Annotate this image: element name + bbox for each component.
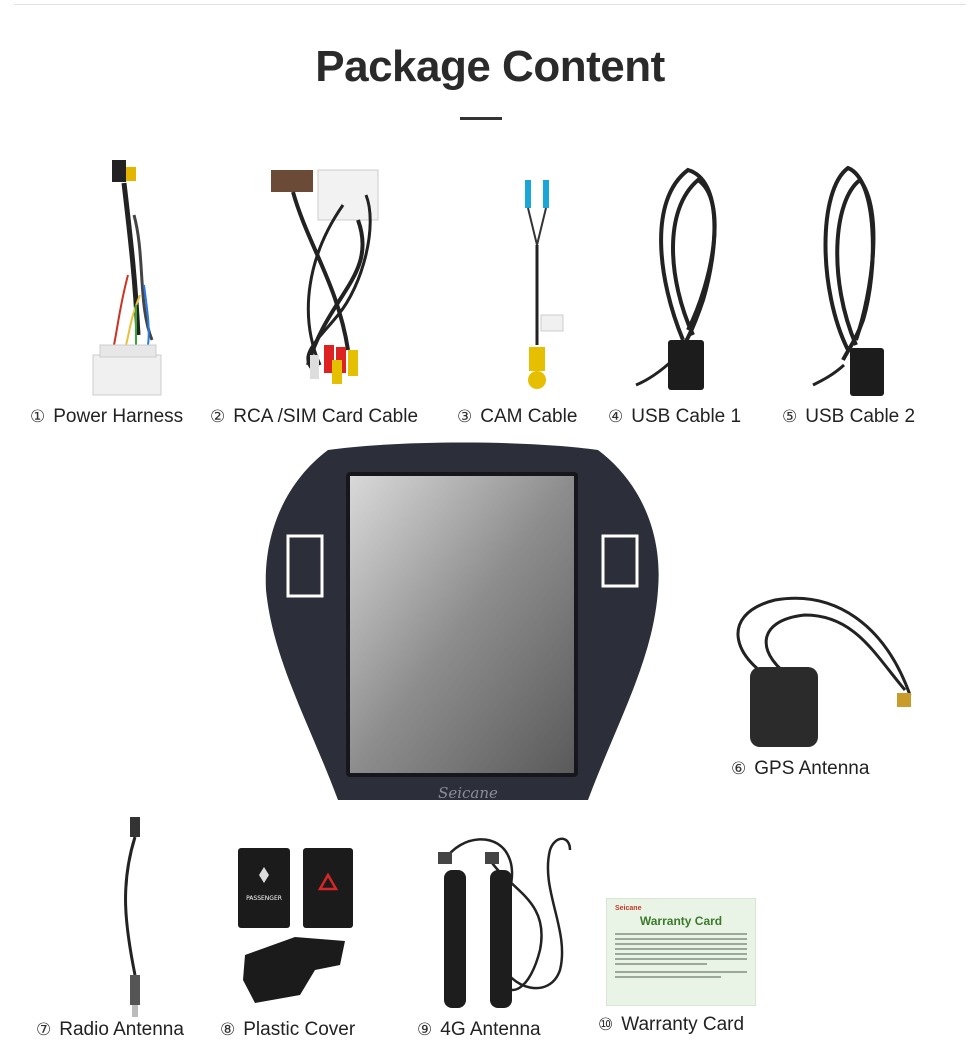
cam-cable-image <box>525 180 564 389</box>
head-unit-brand: Seicane <box>438 784 498 802</box>
warranty-card-brand: Seicane <box>615 905 642 912</box>
item-label: CAM Cable <box>480 406 578 427</box>
page-title: Package Content <box>315 42 665 91</box>
caption-4g-antenna: ⑨ 4G Antenna <box>417 1019 541 1041</box>
item-label: Plastic Cover <box>243 1019 356 1040</box>
item-number: ⑥ <box>731 759 747 779</box>
item-label: USB Cable 1 <box>631 406 742 427</box>
caption-cam-cable: ③ CAM Cable <box>457 406 577 428</box>
item-number: ② <box>210 407 226 427</box>
item-number: ⑧ <box>220 1020 236 1040</box>
caption-usb-cable-1: ④ USB Cable 1 <box>608 406 741 428</box>
airbag-icon <box>259 867 269 883</box>
usb-cable-1-image <box>635 167 717 390</box>
caption-radio-antenna: ⑦ Radio Antenna <box>36 1019 184 1041</box>
warranty-card-body <box>615 933 747 978</box>
caption-usb-cable-2: ⑤ USB Cable 2 <box>782 406 915 428</box>
item-number: ④ <box>608 407 624 427</box>
item-number: ① <box>30 407 46 427</box>
top-divider <box>14 4 966 5</box>
item-label: RCA /SIM Card Cable <box>233 406 419 427</box>
item-number: ⑩ <box>598 1015 614 1035</box>
power-harness-image <box>92 160 162 396</box>
item-label: Warranty Card <box>621 1014 745 1035</box>
gps-antenna-image <box>736 596 912 747</box>
usb-cable-2-image <box>812 165 884 396</box>
item-number: ⑨ <box>417 1020 433 1040</box>
passenger-button-text: PASSENGER <box>246 895 282 902</box>
head-unit-image: Seicane <box>265 442 659 802</box>
caption-warranty-card: ⑩ Warranty Card <box>598 1014 744 1036</box>
item-number: ⑦ <box>36 1020 52 1040</box>
title-underline <box>460 117 502 120</box>
item-number: ⑤ <box>782 407 798 427</box>
item-label: 4G Antenna <box>440 1019 541 1040</box>
hazard-icon <box>317 872 339 891</box>
4g-antenna-image <box>438 837 572 1008</box>
caption-gps-antenna: ⑥ GPS Antenna <box>731 758 869 780</box>
item-label: Power Harness <box>53 406 184 427</box>
caption-rca-sim-cable: ② RCA /SIM Card Cable <box>210 406 418 428</box>
item-label: Radio Antenna <box>59 1019 184 1040</box>
plastic-cover-image: PASSENGER <box>238 848 353 1003</box>
caption-plastic-cover: ⑧ Plastic Cover <box>220 1019 355 1041</box>
item-label: GPS Antenna <box>754 758 870 779</box>
warranty-card-image: Seicane Warranty Card <box>606 898 756 1006</box>
radio-antenna-image <box>124 817 140 1017</box>
item-number: ③ <box>457 407 473 427</box>
item-label: USB Cable 2 <box>805 406 916 427</box>
caption-power-harness: ① Power Harness <box>30 406 183 428</box>
warranty-card-title: Warranty Card <box>639 914 723 928</box>
rca-sim-cable-image <box>271 169 379 384</box>
